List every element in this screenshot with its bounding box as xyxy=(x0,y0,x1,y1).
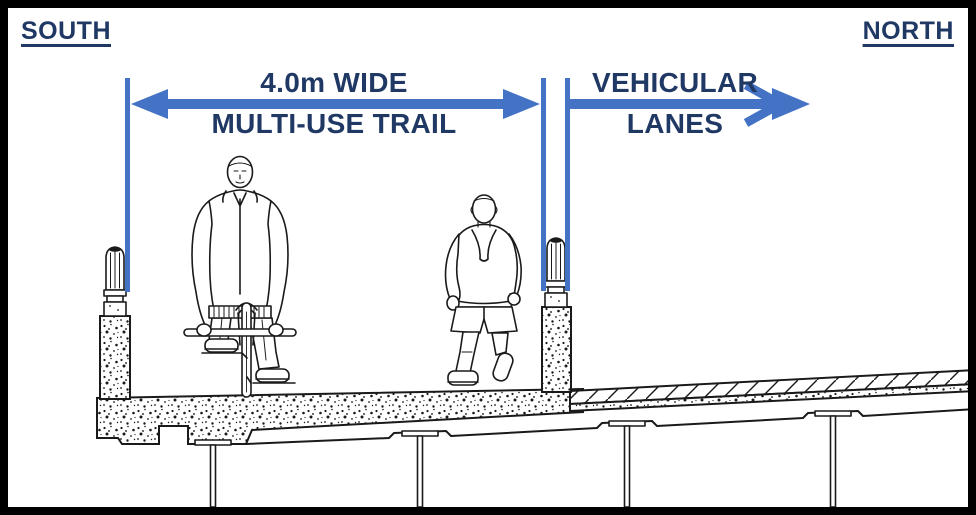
concrete-parapet-left xyxy=(99,315,131,400)
bridge-deck-slab xyxy=(96,368,976,445)
vehicular-label-line1: VEHICULAR xyxy=(591,67,759,98)
vehicular-extension-line xyxy=(565,78,570,291)
railing-post-left xyxy=(103,246,127,317)
cyclist-figure xyxy=(183,155,297,398)
runner-figure xyxy=(444,194,522,386)
trail-dimension-arrow xyxy=(131,89,540,119)
trail-extension-line-left xyxy=(125,78,130,292)
north-label: NORTH xyxy=(862,17,954,45)
vehicular-label-line2: LANES xyxy=(626,108,724,139)
trail-name-label: MULTI-USE TRAIL xyxy=(211,108,457,139)
dimension-lines xyxy=(125,78,810,292)
concrete-parapet-right xyxy=(541,306,572,393)
asphalt-roadway-surface xyxy=(569,368,976,406)
south-label: SOUTH xyxy=(21,17,111,45)
railing-post-right xyxy=(544,237,568,308)
vehicular-arrow xyxy=(570,88,810,120)
trail-extension-line-right xyxy=(541,78,546,291)
trail-width-label: 4.0m WIDE xyxy=(260,67,408,98)
